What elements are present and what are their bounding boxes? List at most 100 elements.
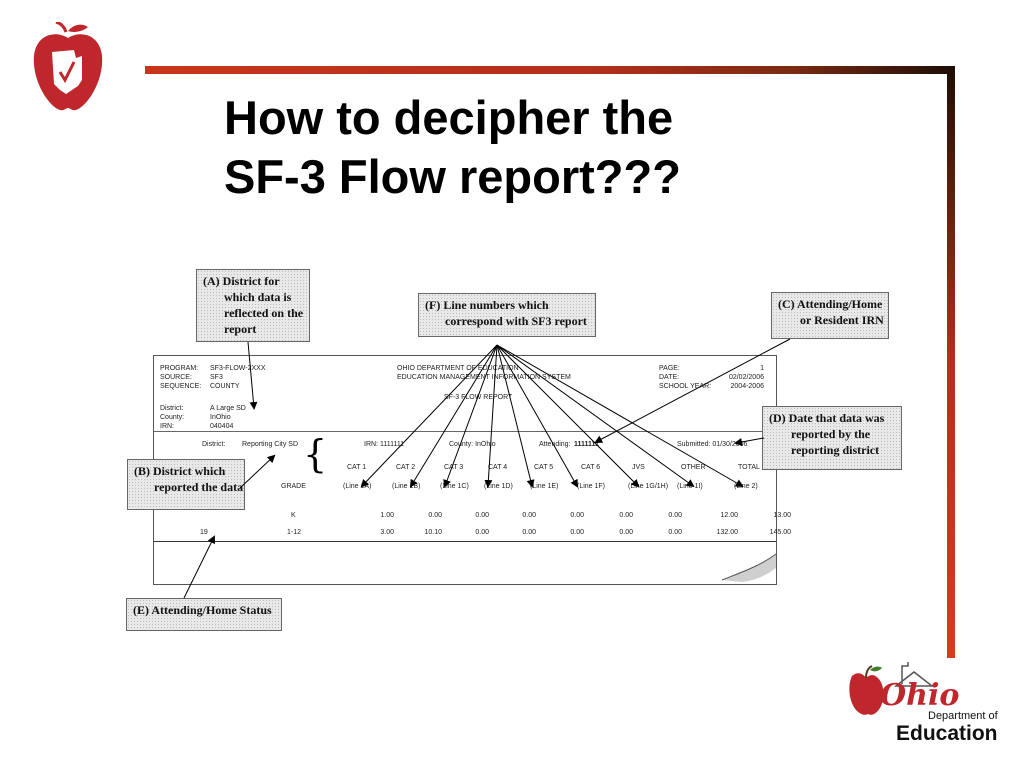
report-cell: 0.00 bbox=[475, 529, 489, 536]
arrow-f-line-1a bbox=[360, 344, 498, 488]
callout-d-line-2: reported by the bbox=[791, 427, 871, 441]
report-page-value: 1 bbox=[760, 365, 764, 372]
report-row-grade: K bbox=[291, 512, 296, 519]
report-cell: 10.10 bbox=[424, 529, 442, 536]
callout-b-line-1: (B) District which bbox=[134, 464, 226, 478]
callout-e: (E) Attending/Home Status bbox=[126, 598, 282, 631]
report-column-line: (Line 2) bbox=[734, 483, 758, 490]
report-date-value: 02/02/2006 bbox=[728, 374, 764, 381]
report-column-name: CAT 6 bbox=[581, 464, 601, 471]
arrow-f-line-1b bbox=[409, 344, 498, 488]
report-column-name: CAT 1 bbox=[347, 464, 367, 471]
grouping-brace-icon: { bbox=[303, 432, 328, 476]
report-row-grade: 1-12 bbox=[287, 529, 302, 536]
ohio-department-of-education-logo: Ohio Department of Education bbox=[846, 662, 1002, 748]
report-cell: 0.00 bbox=[428, 512, 442, 519]
report-cell: 12.00 bbox=[720, 512, 738, 519]
callout-a-line-1: (A) District for bbox=[203, 274, 280, 288]
callout-a: (A) District for which data is reflected… bbox=[196, 269, 310, 342]
report-column-line: (Line 1F) bbox=[577, 483, 606, 490]
logo-education: Education bbox=[896, 722, 998, 745]
callout-a-line-3: reflected on the bbox=[224, 306, 304, 320]
report-column-line: (Line 1D) bbox=[484, 483, 513, 490]
callout-f-line-2: correspond with SF3 report bbox=[445, 314, 587, 328]
report-cell: 0.00 bbox=[522, 529, 536, 536]
arrow-a bbox=[247, 341, 258, 410]
arrow-f-line-1e bbox=[496, 344, 535, 488]
report-column-name: TOTAL bbox=[738, 464, 760, 471]
report-column-name: CAT 4 bbox=[488, 464, 508, 471]
arrow-f-line-1f bbox=[496, 344, 578, 488]
report-column-line: (Line 1G/1H) bbox=[628, 483, 669, 490]
report-cell: 0.00 bbox=[475, 512, 489, 519]
report-reporting-irn: IRN: 1111111 bbox=[364, 441, 405, 448]
ohio-apple-logo bbox=[30, 20, 106, 114]
report-cell: 0.00 bbox=[668, 512, 682, 519]
report-cell: 13.00 bbox=[773, 512, 791, 519]
callout-e-line-1: (E) Attending/Home Status bbox=[133, 603, 272, 617]
page-curl bbox=[714, 553, 777, 584]
report-cell: 0.00 bbox=[522, 512, 536, 519]
callout-c-line-1: (C) Attending/Home bbox=[778, 297, 883, 311]
report-column-name: OTHER bbox=[681, 464, 706, 471]
report-cell: 0.00 bbox=[619, 512, 633, 519]
report-attending-value: 1111111 bbox=[574, 441, 599, 448]
report-column-name: CAT 5 bbox=[534, 464, 554, 471]
slide-title: How to decipher the SF-3 Flow report??? bbox=[224, 88, 681, 206]
arrow-c bbox=[594, 338, 791, 443]
arrow-b bbox=[239, 454, 276, 489]
arrow-f-line-1d bbox=[484, 344, 498, 488]
side-accent-bar bbox=[947, 66, 955, 658]
callout-f-line-1: (F) Line numbers which bbox=[425, 298, 549, 312]
report-bottom-rule bbox=[154, 541, 776, 542]
report-program-label: PROGRAM: bbox=[160, 365, 199, 372]
callout-a-line-2: which data is bbox=[224, 290, 292, 304]
report-column-line: (Line 1C) bbox=[440, 483, 469, 490]
report-column-name: CAT 3 bbox=[444, 464, 464, 471]
report-sequence-label: SEQUENCE: bbox=[160, 383, 202, 390]
report-header-system: EDUCATION MANAGEMENT INFORMATION SYSTEM bbox=[397, 374, 571, 381]
slide-title-line-1: How to decipher the bbox=[224, 91, 674, 144]
report-school-year-value: 2004-2006 bbox=[730, 383, 764, 390]
arrow-f-line-1g bbox=[496, 344, 640, 488]
callout-c-line-2: or Resident IRN bbox=[800, 313, 884, 327]
report-row-status: 19 bbox=[200, 529, 208, 536]
report-header-org: OHIO DEPARTMENT OF EDUCATION bbox=[397, 365, 519, 372]
callout-d: (D) Date that data was reported by the r… bbox=[762, 406, 902, 470]
callout-b-line-2: reported the data bbox=[154, 480, 244, 494]
arrow-e bbox=[183, 535, 215, 599]
arrow-f-fan bbox=[360, 344, 744, 488]
report-column-name: CAT 2 bbox=[396, 464, 416, 471]
callout-a-line-4: report bbox=[224, 322, 257, 336]
report-grade-label: GRADE bbox=[281, 483, 306, 490]
report-cell: 0.00 bbox=[619, 529, 633, 536]
callout-f: (F) Line numbers which correspond with S… bbox=[418, 293, 596, 337]
callout-d-line-1: (D) Date that data was bbox=[769, 411, 885, 425]
arrow-d bbox=[734, 437, 765, 446]
report-irn-value: 040404 bbox=[210, 423, 234, 430]
report-reporting-district-label: District: bbox=[202, 441, 226, 448]
report-district-value: A Large SD bbox=[210, 405, 246, 412]
arrow-f-line-1i bbox=[496, 344, 695, 488]
logo-department-of: Department of bbox=[928, 710, 998, 722]
report-cell: 3.00 bbox=[380, 529, 394, 536]
report-cell: 0.00 bbox=[570, 529, 584, 536]
arrow-f-line-2 bbox=[496, 344, 744, 487]
report-county-value: InOhio bbox=[210, 414, 231, 421]
report-column-name: JVS bbox=[632, 464, 645, 471]
report-column-line: (Line 1A) bbox=[343, 483, 372, 490]
callout-b: (B) District which reported the data bbox=[127, 459, 245, 510]
slide-title-line-2: SF-3 Flow report??? bbox=[224, 150, 681, 203]
report-school-year-label: SCHOOL YEAR: bbox=[659, 383, 712, 390]
report-irn-label: IRN: bbox=[160, 423, 174, 430]
report-cell: 1.00 bbox=[380, 512, 394, 519]
report-county-label: County: bbox=[160, 414, 185, 421]
report-column-line: (Line 1E) bbox=[530, 483, 559, 490]
callout-c: (C) Attending/Home or Resident IRN bbox=[771, 292, 889, 339]
report-source-label: SOURCE: bbox=[160, 374, 192, 381]
report-program-value: SF3-FLOW-2XXX bbox=[210, 365, 266, 372]
report-cell: 0.00 bbox=[668, 529, 682, 536]
report-cell: 0.00 bbox=[570, 512, 584, 519]
report-page-label: PAGE: bbox=[659, 365, 680, 372]
